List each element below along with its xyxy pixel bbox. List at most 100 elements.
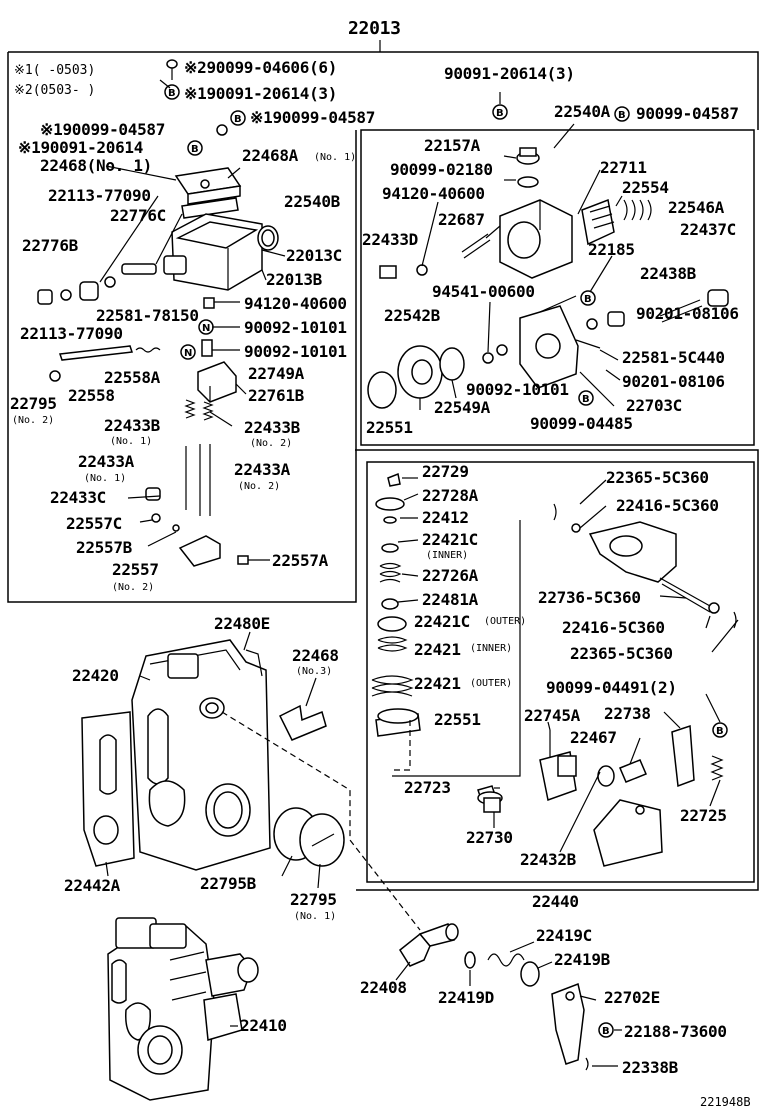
leader-lines-upper-right <box>419 92 623 410</box>
cover-22795 <box>273 807 345 867</box>
part-label-22433B-no2: 22433B <box>244 418 300 437</box>
part-label-22157A: 22157A <box>424 136 480 155</box>
part-label-22412: 22412 <box>422 508 469 527</box>
svg-text:N: N <box>202 323 210 334</box>
part-label-22113-77090-a: 22113-77090 <box>48 186 151 205</box>
part-label-22433A-no2: 22433A <box>234 460 290 479</box>
part-label-22776C: 22776C <box>110 206 166 225</box>
part-label-22795B: 22795B <box>200 874 256 893</box>
part-label-90092-10101-b: 90092-10101 <box>244 342 347 361</box>
note-1: ※1( -0503) <box>14 63 96 78</box>
leader-lines-left <box>99 79 286 561</box>
part-label-22468-no3: 22468 <box>292 646 339 665</box>
svg-text:N: N <box>184 348 192 359</box>
part-label-22581-78150: 22581-78150 <box>96 306 199 325</box>
part-label-22433A-no1-note: (No. 1) <box>84 473 127 484</box>
svg-text:B: B <box>716 726 724 737</box>
screw-22438B <box>659 299 703 323</box>
part-label-22745A: 22745A <box>524 706 580 725</box>
plug-22437C <box>707 289 729 307</box>
nut-22433C <box>145 487 161 501</box>
part-label-22795-no2: 22795 <box>10 394 57 413</box>
part-label-22419D: 22419D <box>438 988 494 1007</box>
part-label-90099-02180: 90099-02180 <box>390 160 493 179</box>
dashed-guide-stack <box>392 720 411 771</box>
bolt-b-marker-22540A <box>492 104 508 120</box>
part-label-94120-40600-a: 94120-40600 <box>244 294 347 313</box>
part-label-22749A: 22749A <box>248 364 304 383</box>
part-label-22703C: 22703C <box>626 396 682 415</box>
screw-22433D <box>379 265 397 279</box>
part-label-22419B: 22419B <box>554 950 610 969</box>
pump-housing-22420 <box>131 639 271 871</box>
leader-lines-bottom <box>395 941 622 1067</box>
clip-22557C <box>151 513 161 523</box>
part-label-22365-5C360-b: 22365-5C360 <box>570 644 673 663</box>
part-label-22113-77090-b: 22113-77090 <box>20 324 123 343</box>
part-label-22726A: 22726A <box>422 566 478 585</box>
plugs-22776B <box>37 263 157 305</box>
part-label-22795-no2-note: (No. 2) <box>12 415 55 426</box>
part-label-22433B-no2-note: (No. 2) <box>250 438 293 449</box>
part-label-22728A: 22728A <box>422 486 478 505</box>
part-label-22433A-no1: 22433A <box>78 452 134 471</box>
part-label-90099-04587: 90099-04587 <box>636 104 739 123</box>
assembled-pump-22410 <box>107 917 259 1101</box>
part-label-22551-a: 22551 <box>366 418 413 437</box>
part-label-22557C: 22557C <box>66 514 122 533</box>
part-label-22442A: 22442A <box>64 876 120 895</box>
seal-22419B <box>520 961 540 987</box>
svg-text:B: B <box>496 108 504 119</box>
svg-text:B: B <box>582 394 590 405</box>
svg-text:B: B <box>234 114 242 125</box>
plate-22703C <box>519 305 601 389</box>
part-label-22554: 22554 <box>622 178 669 197</box>
cap-22157A <box>516 147 540 188</box>
part-label-90092-10101-c: 90092-10101 <box>466 380 569 399</box>
bellows-22554 <box>581 198 652 246</box>
part-label-94120-40600-b: 94120-40600 <box>382 184 485 203</box>
part-label-22468-no1: 22468(No. 1) <box>40 156 152 175</box>
bracket-22432B <box>593 799 663 867</box>
governor-outer-frame <box>355 449 759 891</box>
part-label-22702E: 22702E <box>604 988 660 1007</box>
part-label-22736-5C360: 22736-5C360 <box>538 588 641 607</box>
svg-text:B: B <box>618 110 626 121</box>
part-label-22687: 22687 <box>438 210 485 229</box>
part-label-22420: 22420 <box>72 666 119 685</box>
part-label-22416-5C360-b: 22416-5C360 <box>562 618 665 637</box>
part-label-90092-10101-a: 90092-10101 <box>244 318 347 337</box>
part-label-22416-5C360-a: 22416-5C360 <box>616 496 719 515</box>
part-label-22188-73600: 22188-73600 <box>624 1022 727 1041</box>
plug-22795-no2 <box>49 370 61 382</box>
gasket-22442A <box>81 711 135 867</box>
part-label-90201-08106-a: 90201-08106 <box>636 304 739 323</box>
part-label-22421-inner: 22421 <box>414 640 461 659</box>
part-label-22776B: 22776B <box>22 236 78 255</box>
part-label-22467: 22467 <box>570 728 617 747</box>
part-label-94541-00600: 94541-00600 <box>432 282 535 301</box>
leader-lines-governor <box>397 477 739 853</box>
part-label-22723: 22723 <box>404 778 451 797</box>
part-label-22421C-inner: 22421C <box>422 530 478 549</box>
upper-right-subassembly-frame <box>360 129 755 446</box>
part-label-22338B: 22338B <box>622 1058 678 1077</box>
part-label-190099-04587-a: ※190099-04587 <box>40 120 166 139</box>
left-subassembly-frame <box>7 52 357 603</box>
spring-22558A <box>135 347 161 353</box>
part-label-22481A: 22481A <box>422 590 478 609</box>
part-label-22468A: 22468A <box>242 146 298 165</box>
part-label-22558: 22558 <box>68 386 115 405</box>
part-label-22725: 22725 <box>680 806 727 825</box>
part-label-22410: 22410 <box>240 1016 287 1035</box>
part-label-190091-20614: ※190091-20614 <box>18 138 144 157</box>
spring-22419C <box>487 953 525 967</box>
part-label-22421-outer: 22421 <box>414 674 461 693</box>
svg-text:B: B <box>191 144 199 155</box>
part-label-22433C: 22433C <box>50 488 106 507</box>
part-label-outer-note-b: (OUTER) <box>470 678 513 689</box>
part-label-22540A: 22540A <box>554 102 610 121</box>
part-label-22549A: 22549A <box>434 398 490 417</box>
governor-spring-stack <box>371 472 421 737</box>
part-label-22551-b: 22551 <box>434 710 481 729</box>
